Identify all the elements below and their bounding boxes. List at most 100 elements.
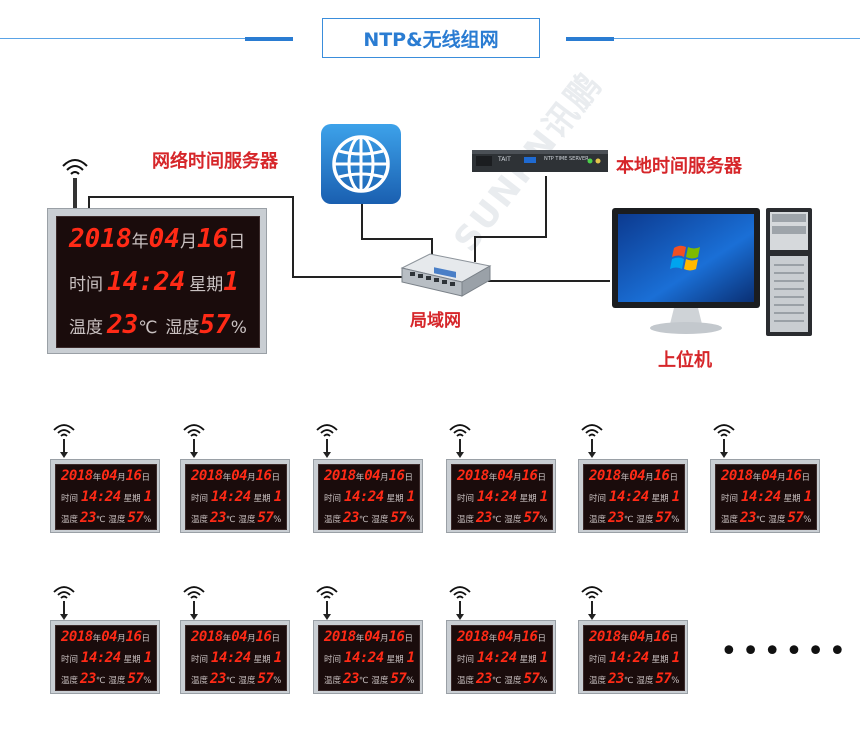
clock-temp: 23 — [80, 510, 96, 527]
clock-month: 04 — [497, 467, 514, 484]
clock-year-unit: 年 — [222, 633, 232, 644]
clock-temp: 23 — [210, 671, 226, 688]
clock-week: 1 — [803, 488, 812, 505]
clock-week-label: 星期 — [783, 493, 801, 504]
clock-hum: 57 — [390, 510, 407, 527]
wifi-antenna-icon — [60, 156, 90, 210]
clock-year-unit: 年 — [488, 472, 498, 483]
clock-temp-unit: ℃ — [623, 676, 634, 687]
clock-day: 16 — [388, 467, 405, 484]
clock-year-unit: 年 — [355, 633, 365, 644]
clock-temp: 23 — [107, 310, 139, 341]
clock-temp: 23 — [80, 671, 96, 688]
clock-month: 04 — [101, 467, 118, 484]
clock-temp-unit: ℃ — [138, 318, 158, 339]
clock-year: 2018 — [721, 467, 753, 484]
clock-day-unit: 日 — [404, 633, 413, 644]
clock-hum-label: 湿度 — [504, 515, 522, 526]
clock-day-unit: 日 — [669, 633, 678, 644]
clock-week-label: 星期 — [253, 493, 271, 504]
clock-hum: 57 — [655, 671, 672, 688]
clock-time: 14:24 — [477, 649, 517, 666]
clock-month-unit: 月 — [777, 472, 786, 483]
clock-month: 04 — [101, 628, 118, 645]
clock-year: 2018 — [61, 467, 93, 484]
clock-week: 1 — [671, 488, 680, 505]
clock-time: 14:24 — [741, 488, 781, 505]
clock-week: 1 — [143, 488, 152, 505]
clock-temp-unit: ℃ — [623, 515, 634, 526]
clock-hum-unit: % — [143, 676, 152, 687]
clock-day: 16 — [255, 467, 272, 484]
host-pc-tower — [764, 206, 816, 338]
clock-hum-label: 湿度 — [371, 676, 389, 687]
main-led-clock: 2018 年 04 月 16 日 时间 14:24 星期 1 温度 23 ℃ 湿… — [47, 208, 267, 354]
clock-time: 14:24 — [81, 488, 121, 505]
clock-hum-label: 湿度 — [108, 515, 126, 526]
clock-day-unit: 日 — [537, 472, 546, 483]
clock-hum-label: 湿度 — [108, 676, 126, 687]
clock-hum-label: 湿度 — [238, 676, 256, 687]
clock-week: 1 — [539, 488, 548, 505]
clock-month: 04 — [148, 223, 180, 254]
clock-year-unit: 年 — [222, 472, 232, 483]
clock-time-label: 时间 — [324, 654, 342, 665]
clock-hum-unit: % — [230, 318, 247, 339]
clock-hum-unit: % — [671, 676, 680, 687]
wire-globe-to-switch — [431, 238, 433, 262]
clock-hum-unit: % — [539, 676, 548, 687]
wifi-antenna-icon — [448, 584, 472, 624]
clock-temp-unit: ℃ — [358, 676, 369, 687]
clock-hum: 57 — [127, 671, 144, 688]
clock-hum-label: 湿度 — [636, 676, 654, 687]
clock-day: 16 — [521, 628, 538, 645]
clock-hum: 57 — [787, 510, 804, 527]
clock-time-label: 时间 — [61, 654, 79, 665]
clock-temp-unit: ℃ — [755, 515, 766, 526]
clock-year-unit: 年 — [355, 472, 365, 483]
clock-time: 14:24 — [344, 649, 384, 666]
clock-week-label: 星期 — [651, 654, 669, 665]
clock-hum-unit: % — [273, 676, 282, 687]
lan-switch-device — [400, 250, 492, 300]
clock-day: 16 — [388, 628, 405, 645]
clock-day-unit: 日 — [801, 472, 810, 483]
clock-temp: 23 — [210, 510, 226, 527]
wire-clock-down — [292, 196, 294, 278]
clock-hum-unit: % — [539, 515, 548, 526]
clock-day-unit: 日 — [271, 472, 280, 483]
clock-week: 1 — [143, 649, 152, 666]
wifi-antenna-icon — [580, 584, 604, 624]
clock-week-label: 星期 — [253, 654, 271, 665]
clock-hum-label: 湿度 — [238, 515, 256, 526]
clock-day-unit: 日 — [271, 633, 280, 644]
more-devices-ellipsis: •••••• — [720, 634, 851, 669]
clock-temp-label: 温度 — [457, 515, 475, 526]
clock-hum-label: 湿度 — [371, 515, 389, 526]
clock-year-unit: 年 — [620, 472, 630, 483]
clock-hum: 57 — [523, 671, 540, 688]
clock-week: 1 — [223, 266, 239, 297]
lan-label: 局域网 — [410, 311, 461, 331]
clock-hum-label: 湿度 — [504, 676, 522, 687]
clock-month: 04 — [629, 467, 646, 484]
clock-year: 2018 — [457, 467, 489, 484]
clock-week: 1 — [273, 488, 282, 505]
clock-time-label: 时间 — [191, 493, 209, 504]
clock-week-label: 星期 — [386, 493, 404, 504]
clock-day: 16 — [521, 467, 538, 484]
clock-time-label: 时间 — [457, 654, 475, 665]
clock-day-unit: 日 — [537, 633, 546, 644]
device-model: NTP TIME SERVER — [544, 156, 589, 162]
clock-week-label: 星期 — [123, 654, 141, 665]
clock-week-label: 星期 — [519, 654, 537, 665]
clock-month-unit: 月 — [117, 472, 126, 483]
wire-server-to-switch — [474, 236, 476, 262]
clock-time-label: 时间 — [589, 493, 607, 504]
clock-temp-unit: ℃ — [95, 515, 106, 526]
title-left-line — [0, 38, 245, 39]
